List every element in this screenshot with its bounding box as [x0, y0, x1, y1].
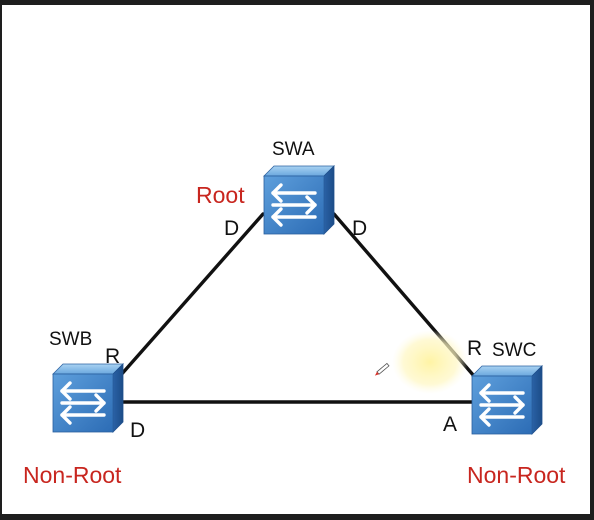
switch-icon-swb [51, 362, 125, 434]
port-label-swa-right: D [352, 217, 368, 240]
switch-icon-swa [262, 164, 336, 236]
switch-icon-swc [470, 364, 544, 436]
role-label-swb: Non-Root [23, 462, 122, 488]
port-label-swb-bottom: D [130, 419, 146, 442]
pen-cursor-icon [374, 362, 390, 376]
role-label-swc: Non-Root [467, 462, 566, 488]
switch-name-swa: SWA [272, 139, 315, 160]
port-label-swa-left: D [224, 217, 240, 240]
laser-pointer-highlight [392, 330, 468, 394]
port-label-swb-top: R [105, 345, 121, 368]
port-label-swc-bottom: A [443, 413, 458, 436]
switch-name-swc: SWC [492, 340, 537, 361]
switch-name-swb: SWB [49, 329, 93, 350]
role-label-swa: Root [196, 182, 245, 208]
port-label-swc-top: R [467, 337, 483, 360]
link-swa-swb [118, 212, 265, 378]
